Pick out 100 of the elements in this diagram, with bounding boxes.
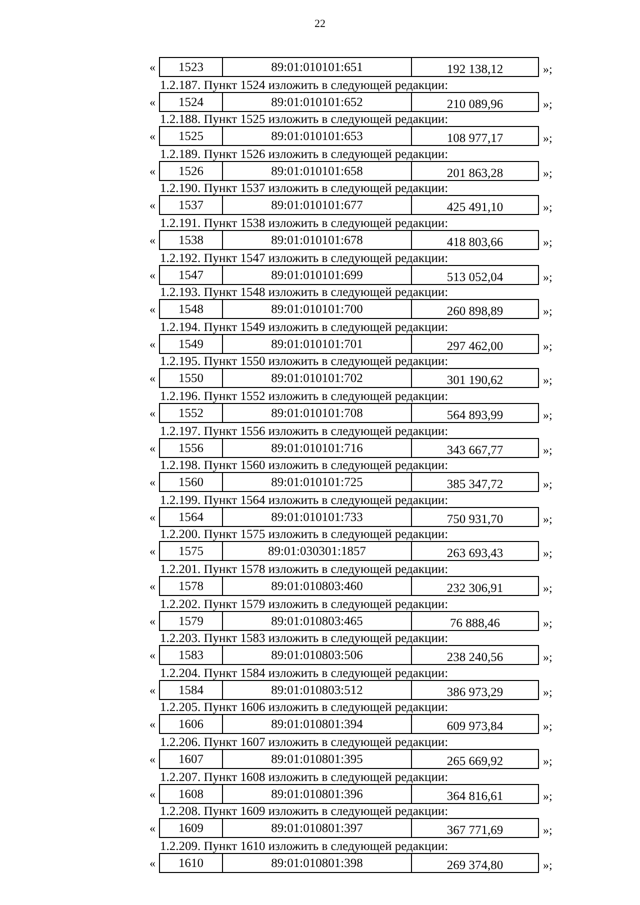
table-cell: 89:01:010101:699: [223, 266, 412, 284]
table-cell: 1556: [160, 438, 223, 457]
paragraph-text: 1.2.207. Пункт 1608 изложить в следующей редакции:: [160, 770, 448, 784]
quote-mark: »;: [543, 788, 552, 805]
table-cell-text: 263 693,43: [446, 545, 504, 560]
table-cell: 1547: [160, 266, 223, 284]
table-cell: 1523: [160, 58, 223, 76]
table-cell: 89:01:010803:506: [223, 646, 412, 664]
paragraph-text: 1.2.202. Пункт 1579 изложить в следующей редакции:: [160, 596, 448, 610]
table-cell: 1560: [160, 473, 223, 492]
quote-mark: «: [148, 578, 156, 595]
table-cell-text: 609 973,84: [446, 718, 504, 734]
quote-mark: «: [148, 94, 156, 111]
table-cell-text: 386 973,29: [446, 684, 504, 699]
quote-mark: »;: [543, 753, 552, 770]
table-cell: 89:01:030301:1857: [223, 542, 412, 560]
quote-mark: »;: [543, 234, 552, 251]
table-cell: 89:01:010803:512: [223, 680, 412, 699]
paragraph-text: 1.2.200. Пункт 1575 изложить в следующей редакции:: [160, 527, 448, 542]
table-cell: 1610: [160, 854, 223, 872]
paragraph-text: 1.2.188. Пункт 1525 изложить в следующей редакции:: [160, 112, 448, 126]
quote-mark: «: [148, 786, 156, 803]
quote-mark: «: [148, 751, 156, 768]
paragraph-text: 1.2.190. Пункт 1537 изложить в следующей редакции:: [160, 181, 448, 196]
paragraph-text: 1.2.195. Пункт 1550 изложить в следующей редакции:: [160, 354, 448, 368]
quote-mark: «: [148, 405, 156, 422]
table-cell-text: 238 240,56: [446, 649, 504, 664]
quote-mark: »;: [543, 684, 552, 701]
quote-mark: «: [148, 508, 156, 526]
table-cell-text: 301 190,62: [446, 372, 504, 388]
page-number: 22: [314, 17, 326, 32]
paragraph-text: 1.2.189. Пункт 1526 изложить в следующей редакции:: [160, 146, 448, 161]
paragraph-text: 1.2.193. Пункт 1548 изложить в следующей редакции:: [160, 285, 448, 300]
quote-mark: «: [148, 232, 156, 249]
paragraph-text: 1.2.204. Пункт 1584 изложить в следующей редакции:: [160, 666, 448, 680]
table-cell: 1549: [160, 334, 223, 353]
table-cell: 1564: [160, 508, 223, 526]
table-cell-text: 425 491,10: [446, 199, 504, 214]
table-cell: 89:01:010801:398: [223, 854, 412, 872]
quote-mark: «: [148, 162, 156, 180]
table-cell-text: 108 977,17: [446, 130, 504, 146]
quote-mark: »;: [543, 580, 552, 597]
quote-mark: «: [148, 266, 156, 284]
table-cell: 89:01:010801:395: [223, 750, 412, 768]
table-cell: 1538: [160, 231, 223, 249]
table-cell: 1552: [160, 404, 223, 422]
quote-mark: «: [148, 59, 156, 76]
paragraph-text: 1.2.187. Пункт 1524 изложить в следующей редакции:: [160, 78, 448, 92]
table-cell: 89:01:010101:733: [223, 508, 412, 526]
table-cell: 89:01:010801:396: [223, 784, 412, 803]
table-cell: 1579: [160, 612, 223, 630]
paragraph-text: 1.2.205. Пункт 1606 изложить в следующей редакции:: [160, 700, 448, 714]
table-cell: 89:01:010101:658: [223, 162, 412, 180]
paragraph-text: 1.2.199. Пункт 1564 изложить в следующей редакции:: [160, 492, 448, 507]
table-cell: 89:01:010101:653: [223, 127, 412, 146]
quote-mark: »;: [543, 199, 552, 216]
paragraph-text: 1.2.203. Пункт 1583 изложить в следующей редакции:: [160, 631, 448, 646]
table-cell: 89:01:010101:677: [223, 196, 412, 214]
table-cell: 1537: [160, 196, 223, 214]
table-cell-text: 513 052,04: [446, 268, 504, 284]
table-cell: 1525: [160, 127, 223, 146]
table-cell-text: 76 888,46: [449, 614, 501, 630]
quote-mark: »;: [543, 372, 552, 390]
quote-mark: «: [148, 716, 156, 734]
table-cell: 1583: [160, 646, 223, 664]
paragraph-text: 1.2.201. Пункт 1578 изложить в следующей редакции:: [160, 562, 448, 576]
table-cell: 89:01:010101:708: [223, 404, 412, 422]
quote-mark: «: [148, 682, 156, 699]
table-cell: 1575: [160, 542, 223, 560]
table-cell-text: 367 771,69: [446, 822, 504, 838]
quote-mark: »;: [543, 338, 552, 355]
paragraph-text: 1.2.192. Пункт 1547 изложить в следующей редакции:: [160, 250, 448, 264]
quote-mark: «: [148, 301, 156, 318]
table-cell: 89:01:010101:716: [223, 438, 412, 457]
table-cell-text: 364 816,61: [446, 788, 504, 803]
table-cell: 89:01:010801:397: [223, 819, 412, 838]
table-cell: 1578: [160, 577, 223, 595]
table-cell-text: 192 138,12: [446, 61, 504, 76]
quote-mark: «: [148, 647, 156, 664]
table-cell-text: 564 893,99: [446, 407, 504, 422]
table-cell: 1550: [160, 369, 223, 388]
quote-mark: «: [148, 128, 156, 146]
quote-mark: »;: [543, 96, 552, 113]
quote-mark: »;: [543, 476, 552, 494]
table-cell-text: 260 898,89: [446, 303, 504, 318]
quote-mark: »;: [543, 268, 552, 286]
paragraph-text: 1.2.206. Пункт 1607 изложить в следующей редакции:: [160, 734, 448, 749]
table-cell: 89:01:010101:725: [223, 473, 412, 492]
table-cell: 1526: [160, 162, 223, 180]
table-cell: 1607: [160, 750, 223, 768]
table-cell: 89:01:010101:702: [223, 369, 412, 388]
table-cell: 1524: [160, 92, 223, 111]
paragraph-text: 1.2.208. Пункт 1609 изложить в следующей редакции:: [160, 804, 448, 818]
quote-mark: »;: [543, 510, 552, 528]
quote-mark: «: [148, 336, 156, 353]
table-cell: 89:01:010803:465: [223, 612, 412, 630]
paragraph-text: 1.2.209. Пункт 1610 изложить в следующей редакции:: [160, 838, 448, 853]
quote-mark: »;: [543, 822, 552, 840]
table-cell: 1609: [160, 819, 223, 838]
table-cell: 89:01:010803:460: [223, 577, 412, 595]
